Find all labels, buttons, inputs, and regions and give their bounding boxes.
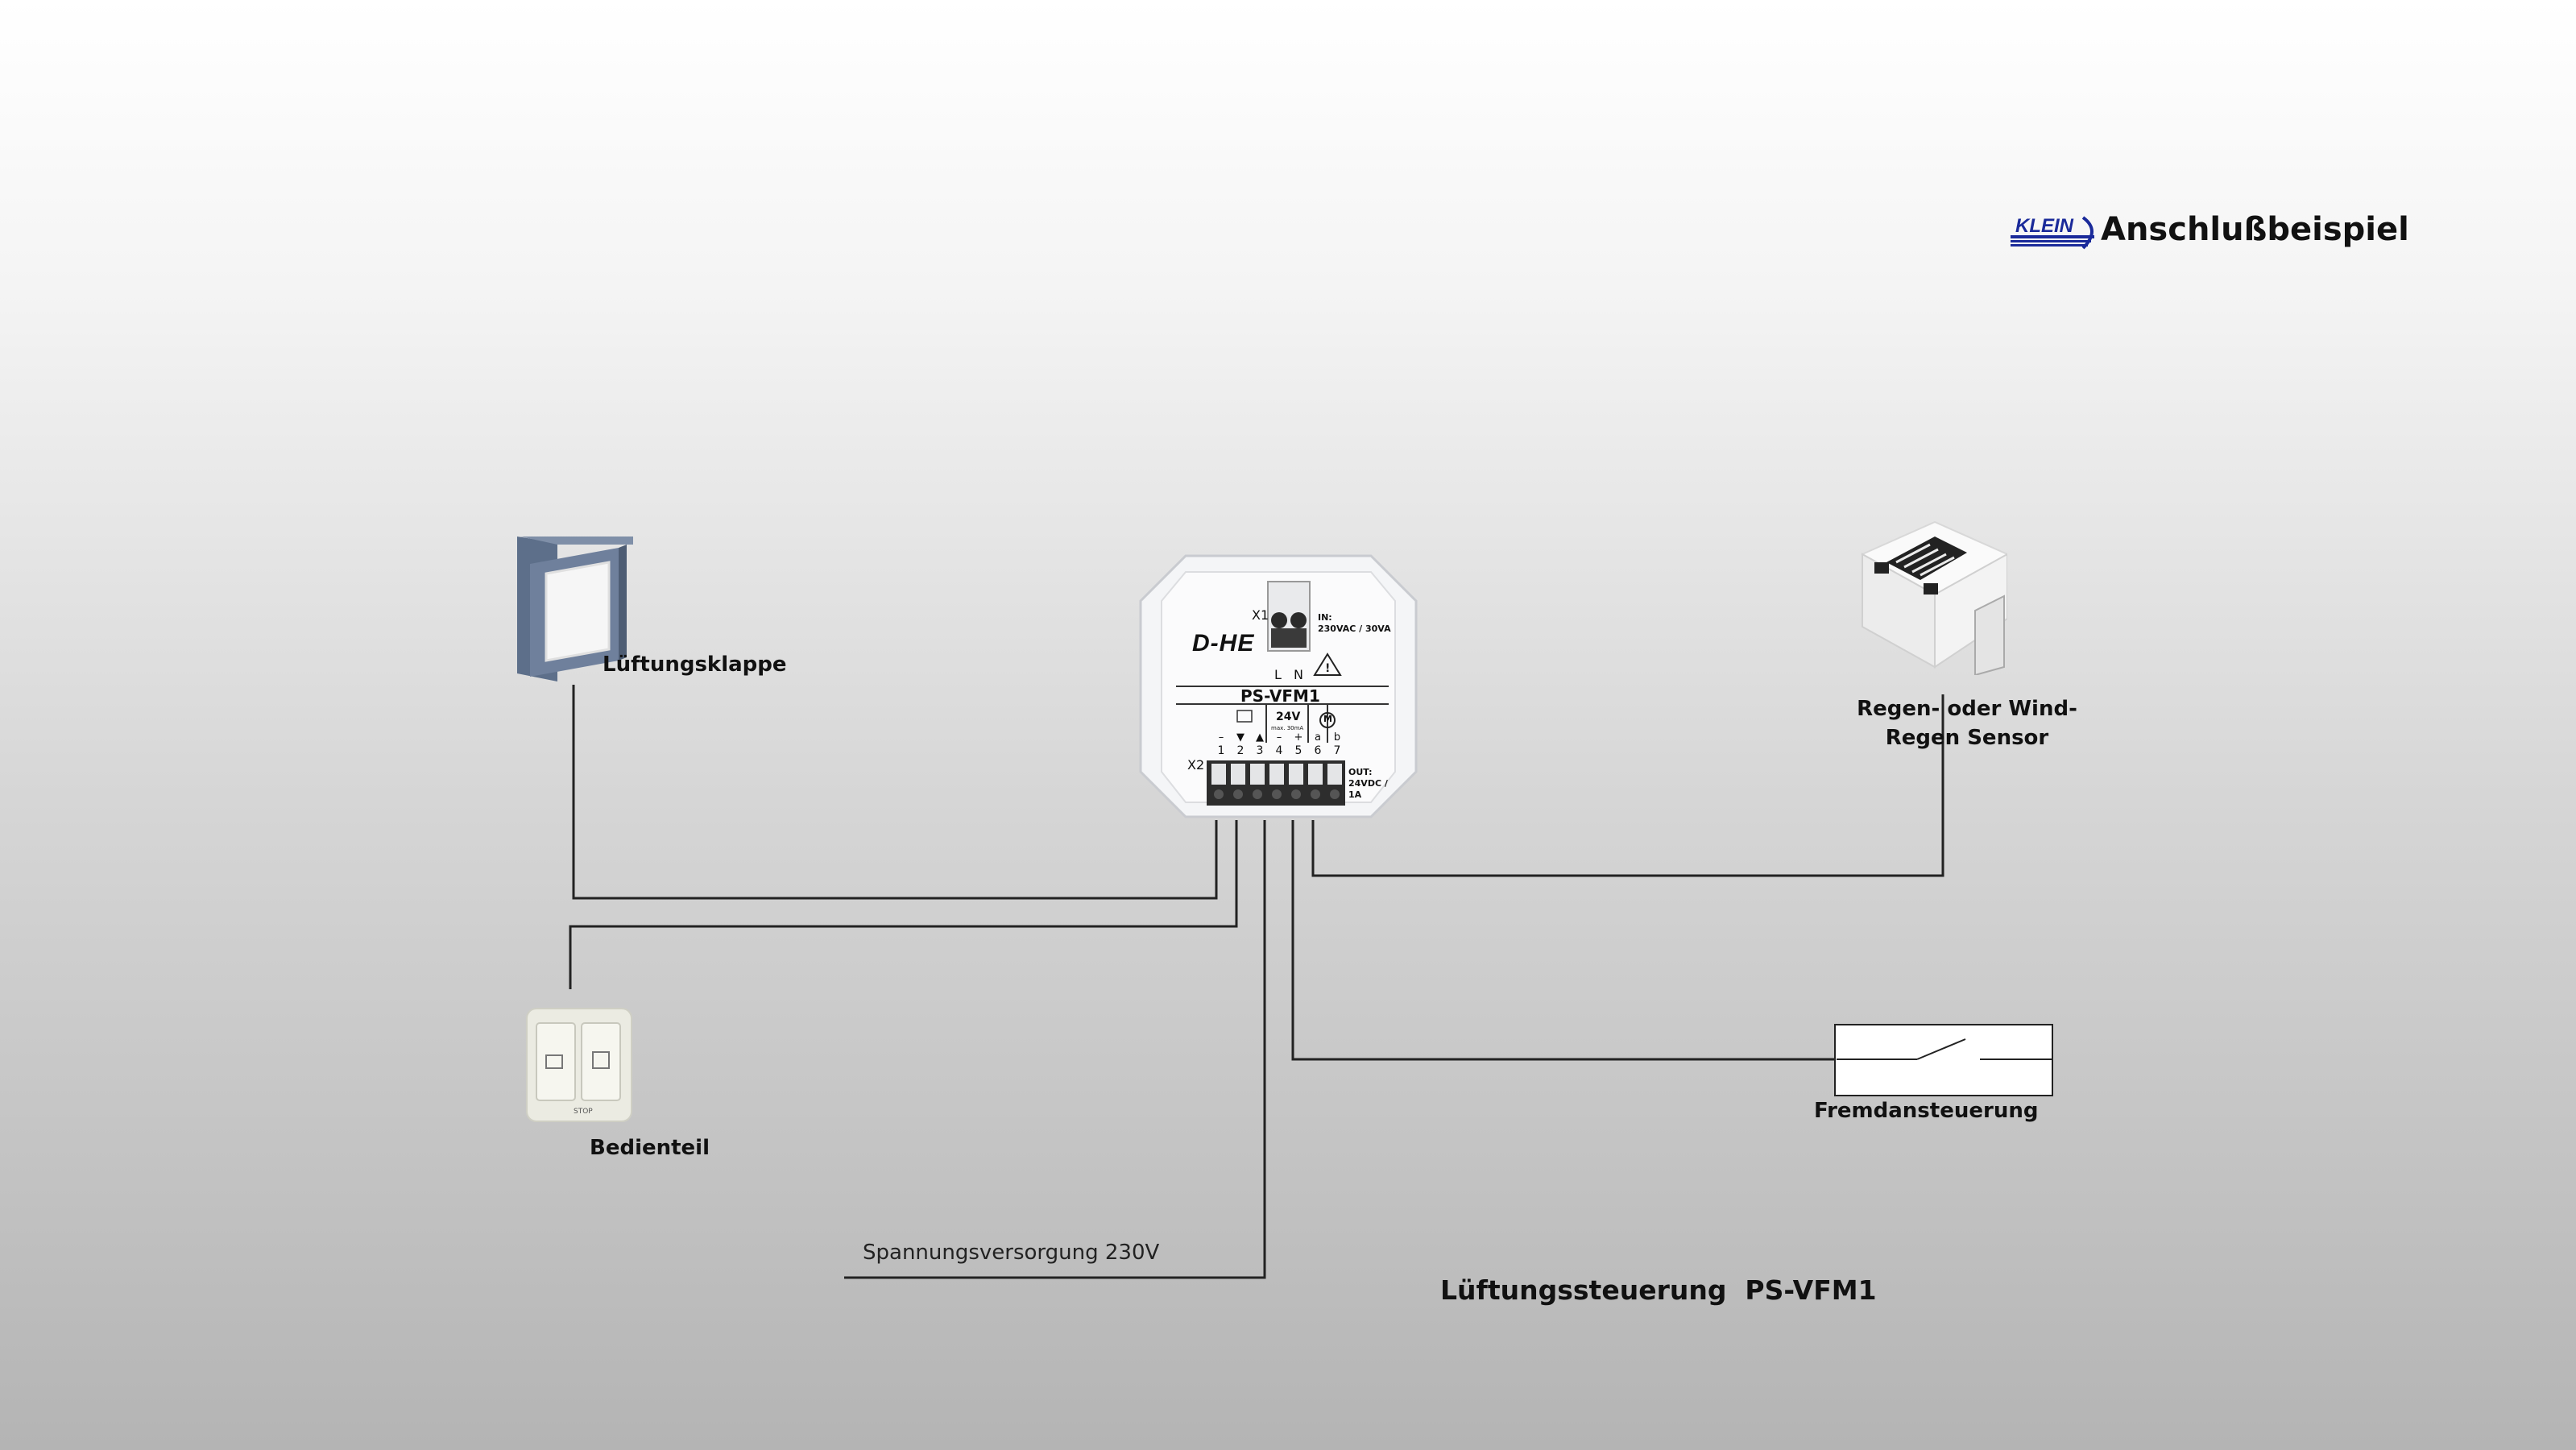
svg-text:!: ! <box>1325 662 1330 675</box>
wire-supply <box>844 820 1266 1279</box>
stop-text: STOP <box>574 1108 593 1116</box>
output-label: OUT: <box>1348 767 1373 777</box>
terminal-n: N <box>1294 667 1303 682</box>
terminal-symbols: – ▼ ▲ – + a b <box>1211 731 1347 744</box>
max-current: max. 30mA <box>1271 725 1304 731</box>
device-body: ! <box>1139 554 1418 818</box>
terminal-number: 3 <box>1256 744 1264 757</box>
terminal-number: 1 <box>1217 744 1225 757</box>
device-ps-vfm1: ! D-HE PS-VFM1 X1 X2 IN: 230VAC / 30VA L… <box>1137 553 1419 820</box>
terminal-l: L <box>1274 667 1282 682</box>
rain-sensor-image <box>1846 506 2010 677</box>
terminal-symbol: – <box>1276 731 1282 744</box>
output-spec-1: 24VDC / <box>1348 778 1388 789</box>
ventilation-flap-image <box>512 532 633 690</box>
voltage-24v: 24V <box>1276 710 1301 723</box>
terminal-symbol: + <box>1294 731 1303 744</box>
terminal-symbol: – <box>1218 731 1224 744</box>
terminal-symbol: a <box>1315 731 1321 744</box>
sensor-label-line2: Regen Sensor <box>1885 726 2049 750</box>
supply-label: Spannungsversorgung 230V <box>863 1241 1160 1265</box>
terminal-numbers: 1 2 3 4 5 6 7 <box>1211 744 1347 757</box>
panel-label: Bedienteil <box>590 1136 710 1160</box>
terminal-symbol: b <box>1333 731 1341 744</box>
terminal-number: 5 <box>1294 744 1302 757</box>
terminal-number: 2 <box>1236 744 1245 757</box>
klein-logo-graphic: KLEIN <box>2011 215 2094 250</box>
wire-flap <box>572 685 1218 900</box>
wire-panel <box>569 820 1238 989</box>
device-brand: D-HE <box>1192 630 1255 657</box>
terminal-symbol: ▲ <box>1256 731 1264 744</box>
motor-symbol: M <box>1323 714 1332 724</box>
brand-text: KLEIN <box>2015 215 2074 237</box>
terminal-x1-label: X1 <box>1252 607 1269 623</box>
external-control-label: Fremdansteuerung <box>1814 1099 2039 1123</box>
control-panel-image: STOP <box>525 1007 633 1125</box>
device-model: PS-VFM1 <box>1240 686 1320 706</box>
output-spec-2: 1A <box>1348 789 1362 800</box>
wire-sensor <box>1311 694 1944 877</box>
terminal-x2-label: X2 <box>1187 757 1205 773</box>
flap-label: Lüftungsklappe <box>603 652 787 677</box>
page-title: Anschlußbeispiel <box>2101 211 2409 248</box>
input-label: IN: <box>1318 612 1332 623</box>
terminal-number: 7 <box>1333 744 1341 757</box>
brand-logo: KLEIN <box>2011 214 2101 250</box>
terminal-number: 4 <box>1275 744 1283 757</box>
external-switch <box>1834 1024 2053 1096</box>
diagram-caption: Lüftungssteuerung PS-VFM1 <box>1440 1274 1877 1306</box>
wire-external <box>1291 820 1837 1061</box>
terminal-symbol: ▼ <box>1236 731 1245 744</box>
terminal-number: 6 <box>1314 744 1322 757</box>
input-spec: 230VAC / 30VA <box>1318 624 1391 634</box>
sensor-label-line1: Regen- oder Wind- <box>1857 697 2077 721</box>
sensor-label: Regen- oder Wind- Regen Sensor <box>1857 694 2077 752</box>
